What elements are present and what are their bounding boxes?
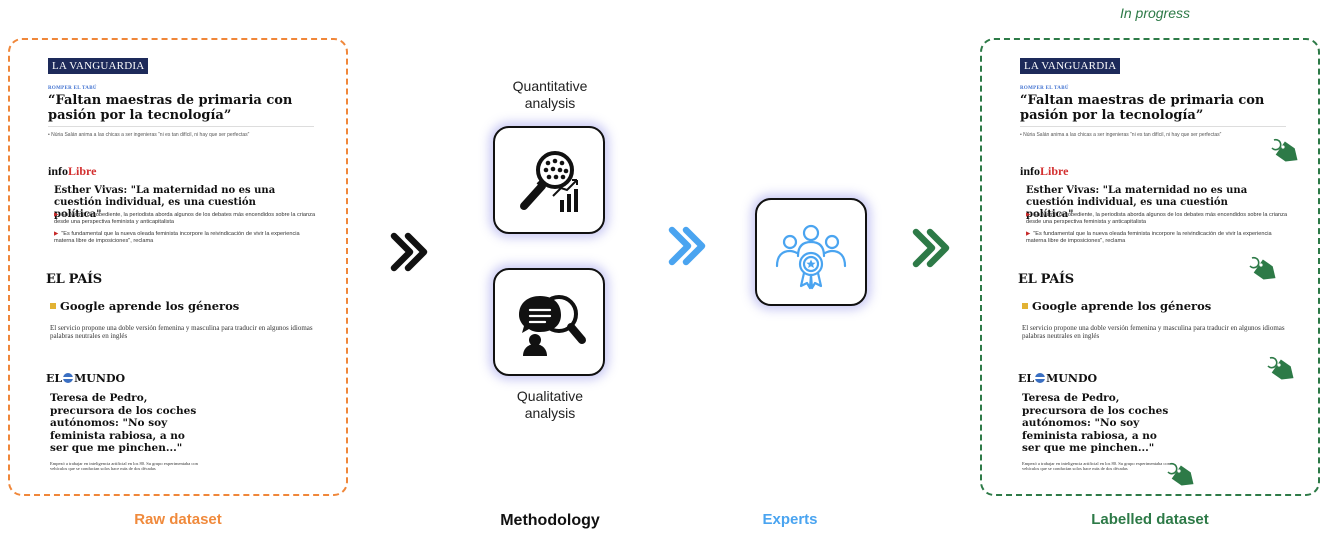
quantitative-analysis-box [493,126,605,234]
divider [1020,126,1286,127]
double-chevron-right-icon [912,228,950,268]
lavanguardia-kicker: ROMPER EL TABÚ [1020,86,1069,91]
globe-icon [1035,373,1046,383]
infolibre-bullet-1: ▶En Mamá desobediente, la periodista abo… [54,212,316,225]
elpais-logo: EL PAÍS [1018,272,1074,287]
experts-caption: Experts [762,511,818,528]
labelled-dataset-panel: LA VANGUARDIA ROMPER EL TABÚ “Faltan mae… [980,38,1320,496]
elpais-headline: Google aprende los géneros [1022,299,1211,313]
infolibre-headline: Esther Vivas: "La maternidad no es una c… [54,185,276,220]
lavanguardia-subhead: • Núria Salán anima a las chicas a ser i… [48,132,250,138]
qualitative-analysis-box [493,268,605,376]
magnifier-chart-icon [520,151,578,212]
methodology-caption: Methodology [500,512,600,529]
speech-magnifier-icon [519,295,586,356]
experts-box [755,198,867,306]
quantitative-label: Quantitative analysis [512,78,588,111]
raw-dataset-panel: LA VANGUARDIA ROMPER EL TABÚ “Faltan mae… [8,38,348,496]
tag-icon [1167,462,1194,486]
labelled-news-collage: LA VANGUARDIA ROMPER EL TABÚ “Faltan mae… [982,40,1318,494]
raw-dataset-caption: Raw dataset [134,511,222,528]
tag-icon [1271,138,1298,162]
elmundo-headline: Teresa de Pedro, precursora de los coche… [1022,392,1169,454]
lavanguardia-logo: LA VANGUARDIA [1020,58,1121,74]
infolibre-headline: Esther Vivas: "La maternidad no es una c… [1026,185,1248,220]
lavanguardia-logo: LA VANGUARDIA [48,58,149,74]
tag-icon [1249,256,1276,280]
infolibre-logo: infoLibre [48,164,97,178]
raw-news-collage: LA VANGUARDIA ROMPER EL TABÚ “Faltan mae… [10,40,346,494]
elpais-logo: EL PAÍS [46,272,102,287]
infolibre-logo: infoLibre [1020,164,1069,178]
globe-icon [63,373,74,383]
lavanguardia-subhead: • Núria Salán anima a las chicas a ser i… [1020,132,1222,138]
qualitative-label: Qualitative analysis [516,388,584,421]
elmundo-body: Empezó a trabajar en inteligencia artifi… [50,461,198,471]
infolibre-bullet-2: ▶"Es fundamental que la nueva oleada fem… [54,231,300,244]
divider [48,126,314,127]
elmundo-headline: Teresa de Pedro, precursora de los coche… [50,392,197,454]
lavanguardia-kicker: ROMPER EL TABÚ [48,86,97,91]
labelled-dataset-caption: Labelled dataset [1091,511,1209,528]
double-chevron-right-icon [390,232,428,272]
lavanguardia-headline: “Faltan maestras de primaria con pasión … [48,93,293,123]
tag-icon [1267,356,1294,380]
elpais-body: El servicio propone una doble versión fe… [50,324,313,340]
infolibre-bullet-1: ▶En Mamá desobediente, la periodista abo… [1026,212,1288,225]
infolibre-bullet-2: ▶"Es fundamental que la nueva oleada fem… [1026,231,1272,244]
elpais-headline: Google aprende los géneros [50,299,239,313]
double-chevron-right-icon [668,226,706,266]
status-label: In progress [1119,5,1191,21]
elpais-body: El servicio propone una doble versión fe… [1022,324,1285,340]
elmundo-body: Empezó a trabajar en inteligencia artifi… [1022,461,1170,471]
lavanguardia-headline: “Faltan maestras de primaria con pasión … [1020,93,1265,123]
expert-group-badge-icon [775,224,847,290]
